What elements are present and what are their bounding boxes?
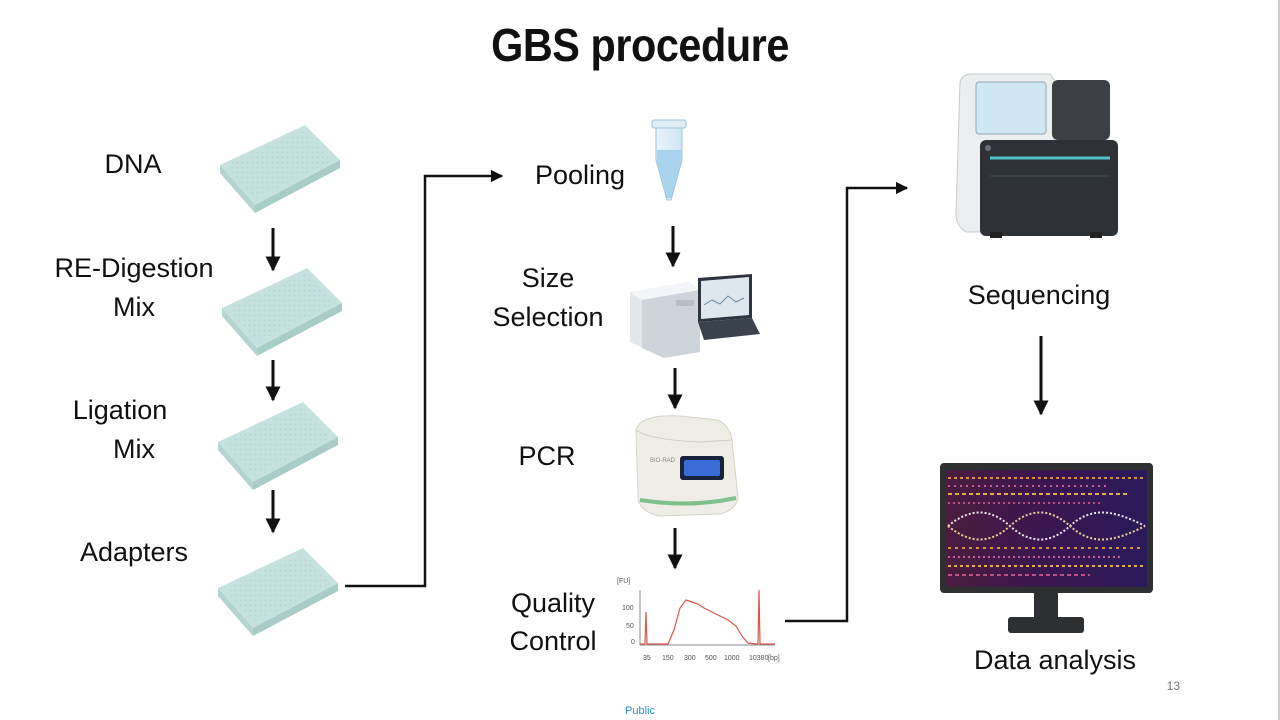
sequencer-icon: [955, 73, 1118, 238]
slide-edge: [1278, 0, 1280, 720]
qc-x-tick: 300: [684, 655, 696, 662]
qc-x-unit: [bp]: [768, 655, 780, 662]
qc-x-tick: 35: [643, 655, 651, 662]
label-pcr: PCR: [518, 441, 576, 471]
pooling-tube-icon: [651, 119, 687, 201]
qc-trace: [640, 589, 775, 645]
svg-text:BIO-RAD: BIO-RAD: [650, 458, 676, 464]
qc-y-unit: [FU]: [617, 578, 630, 585]
label-size-selection-line1: Size: [521, 263, 575, 293]
label-sequencing: Sequencing: [967, 280, 1111, 310]
label-ligation-line2: Mix: [113, 434, 155, 464]
qc-y-tick: 50: [626, 623, 634, 630]
qc-x-tick: 500: [705, 655, 717, 662]
qc-x-tick: 10380: [749, 655, 769, 662]
connector-qc-to-sequencing: [785, 181, 909, 623]
qc-electropherogram: [FU] 100 50 0 35 150 300 500 1000 10380 …: [617, 578, 780, 662]
qc-y-tick: 100: [622, 605, 634, 612]
footer-classification: Public: [625, 705, 655, 717]
label-pooling: Pooling: [534, 160, 626, 190]
plate-adapters-icon: [218, 548, 338, 636]
label-dna: DNA: [104, 149, 162, 179]
size-selection-instrument-icon: [630, 274, 760, 358]
label-ligation-line1: Ligation: [72, 395, 168, 425]
qc-x-tick: 1000: [724, 655, 740, 662]
slide-title: GBS procedure: [491, 19, 789, 71]
monitor-icon: [940, 463, 1153, 633]
plate-re-digestion-icon: [222, 268, 342, 356]
page-number: 13: [1166, 679, 1180, 693]
plate-ligation-icon: [218, 402, 338, 490]
label-quality-control-line1: Quality: [510, 588, 596, 618]
connector-adapters-to-pooling: [345, 169, 504, 588]
label-re-digestion-line1: RE-Digestion: [54, 253, 214, 283]
label-re-digestion-line2: Mix: [113, 292, 155, 322]
pcr-machine-icon: BIO-RAD: [635, 415, 739, 517]
qc-x-tick: 150: [662, 655, 674, 662]
label-size-selection-line2: Selection: [492, 302, 604, 332]
plate-dna-icon: [220, 125, 340, 213]
qc-y-tick: 0: [631, 639, 635, 646]
label-adapters: Adapters: [79, 537, 189, 567]
label-quality-control-line2: Control: [509, 626, 597, 656]
label-data-analysis: Data analysis: [973, 645, 1137, 675]
